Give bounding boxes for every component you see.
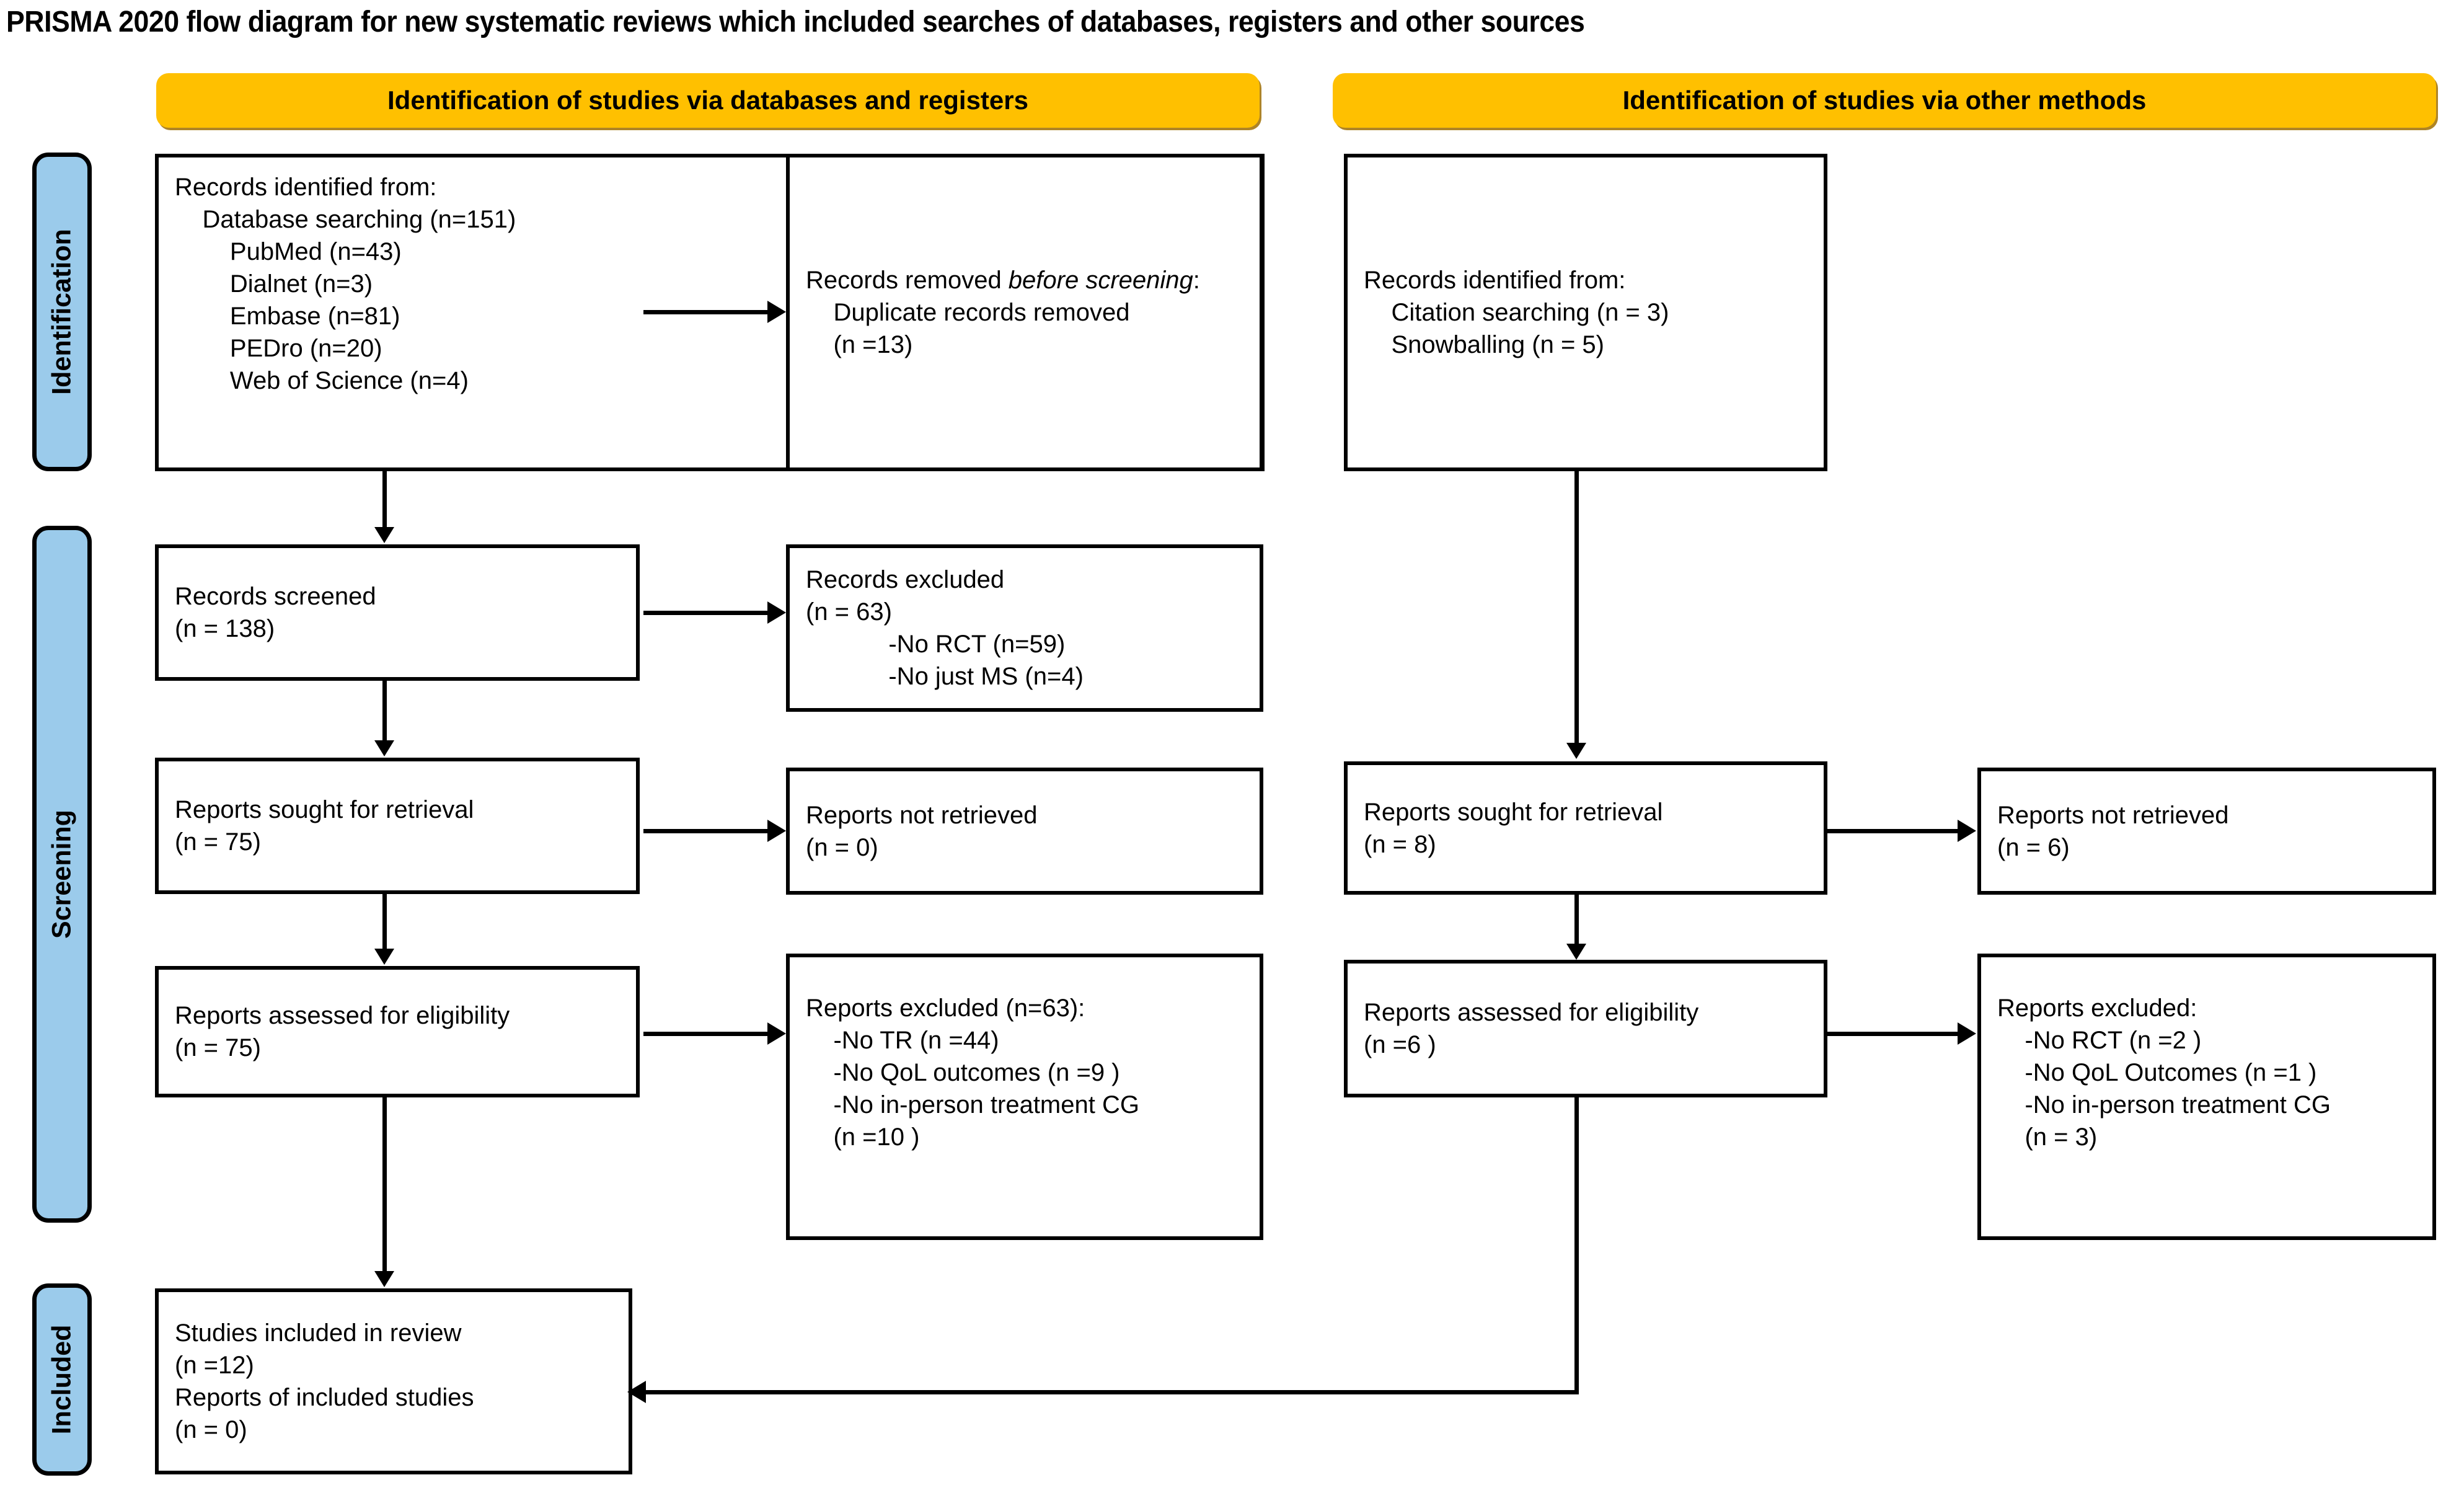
box-reports-not-retrieved-databases-text: Reports not retrieved (n = 0) — [806, 801, 1038, 861]
column-header-other-methods: Identification of studies via other meth… — [1333, 73, 2436, 128]
box-reports-not-retrieved-other-text: Reports not retrieved (n = 6) — [1997, 801, 2229, 861]
page-title: PRISMA 2020 flow diagram for new systema… — [6, 6, 1585, 38]
connector-identified-to-screened — [382, 471, 387, 528]
connector-other-sought-to-assessed — [1574, 895, 1579, 946]
box-reports-excluded-other: Reports excluded: -No RCT (n =2 ) -No Qo… — [1977, 954, 2436, 1240]
box-records-removed-before-screening: Records removed before screening: Duplic… — [786, 154, 1263, 471]
arrow-other-assessed-to-included — [627, 1381, 646, 1403]
box-records-excluded: Records excluded (n = 63) -No RCT (n=59)… — [786, 544, 1263, 712]
arrow-other-sought-to-assessed — [1566, 944, 1586, 960]
box-reports-assessed-other-text: Reports assessed for eligibility (n =6 ) — [1364, 999, 1699, 1058]
box-reports-sought-other-text: Reports sought for retrieval (n = 8) — [1364, 798, 1663, 858]
connector-identified-to-removed — [643, 310, 769, 314]
phase-bar-screening: Screening — [32, 526, 92, 1223]
box-studies-included-text: Studies included in review (n =12) Repor… — [175, 1319, 474, 1443]
arrow-assessed-to-included — [374, 1271, 394, 1287]
connector-screened-to-excluded — [643, 611, 769, 615]
connector-other-assessed-to-excluded — [1827, 1032, 1959, 1036]
arrow-other-assessed-to-excluded — [1958, 1022, 1976, 1045]
phase-label-included: Included — [46, 1324, 77, 1435]
box-records-identified-other-text: Records identified from: Citation search… — [1364, 267, 1669, 358]
phase-bar-included: Included — [32, 1283, 92, 1476]
connector-other-assessed-to-included — [646, 1390, 1579, 1394]
connector-other-assessed-down — [1574, 1097, 1579, 1394]
box-records-identified-other: Records identified from: Citation search… — [1344, 154, 1827, 471]
box-records-removed-body: Duplicate records removed (n =13) — [833, 299, 1130, 358]
box-records-identified-databases-text: Records identified from: Database search… — [175, 174, 516, 394]
box-reports-assessed-databases: Reports assessed for eligibility (n = 75… — [155, 966, 640, 1097]
connector-screened-to-sought — [382, 681, 387, 742]
column-header-other-methods-label: Identification of studies via other meth… — [1622, 86, 2147, 115]
arrow-assessed-to-excluded — [767, 1022, 786, 1045]
connector-assessed-to-excluded — [643, 1032, 769, 1036]
box-reports-sought-databases: Reports sought for retrieval (n = 75) — [155, 758, 640, 894]
box-reports-assessed-other: Reports assessed for eligibility (n =6 ) — [1344, 960, 1827, 1097]
column-header-databases-registers: Identification of studies via databases … — [156, 73, 1260, 128]
box-reports-excluded-databases: Reports excluded (n=63): -No TR (n =44) … — [786, 954, 1263, 1240]
box-records-removed-colon: : — [1193, 267, 1200, 294]
box-studies-included: Studies included in review (n =12) Repor… — [155, 1288, 632, 1474]
box-reports-excluded-databases-text: Reports excluded (n=63): -No TR (n =44) … — [806, 995, 1139, 1151]
arrow-screened-to-sought — [374, 740, 394, 756]
connector-sought-to-notretrieved — [643, 829, 769, 833]
box-records-removed-head: Records removed — [806, 267, 1009, 294]
box-records-screened: Records screened (n = 138) — [155, 544, 640, 681]
box-reports-excluded-other-text: Reports excluded: -No RCT (n =2 ) -No Qo… — [1997, 995, 2331, 1151]
connector-other-sought-to-notretrieved — [1827, 829, 1959, 833]
arrow-other-identified-to-sought — [1566, 743, 1586, 759]
arrow-other-sought-to-notretrieved — [1958, 820, 1976, 842]
phase-bar-identification: Identification — [32, 153, 92, 471]
arrow-sought-to-notretrieved — [767, 820, 786, 842]
box-reports-sought-databases-text: Reports sought for retrieval (n = 75) — [175, 796, 474, 856]
phase-label-identification: Identification — [46, 229, 77, 395]
connector-assessed-to-included — [382, 1097, 387, 1272]
arrow-sought-to-assessed — [374, 949, 394, 965]
phase-label-screening: Screening — [46, 810, 77, 939]
box-reports-sought-other: Reports sought for retrieval (n = 8) — [1344, 761, 1827, 895]
connector-other-identified-to-sought — [1574, 471, 1579, 744]
box-reports-assessed-databases-text: Reports assessed for eligibility (n = 75… — [175, 1002, 510, 1061]
box-reports-not-retrieved-databases: Reports not retrieved (n = 0) — [786, 768, 1263, 895]
box-records-removed-emphasis: before screening — [1008, 267, 1193, 294]
arrow-screened-to-excluded — [767, 601, 786, 624]
connector-sought-to-assessed — [382, 894, 387, 950]
arrow-identified-to-screened — [374, 527, 394, 543]
box-records-excluded-text: Records excluded (n = 63) -No RCT (n=59)… — [806, 566, 1084, 690]
column-header-databases-registers-label: Identification of studies via databases … — [387, 86, 1028, 115]
box-records-screened-text: Records screened (n = 138) — [175, 583, 376, 642]
box-reports-not-retrieved-other: Reports not retrieved (n = 6) — [1977, 768, 2436, 895]
arrow-identified-to-removed — [767, 301, 786, 323]
